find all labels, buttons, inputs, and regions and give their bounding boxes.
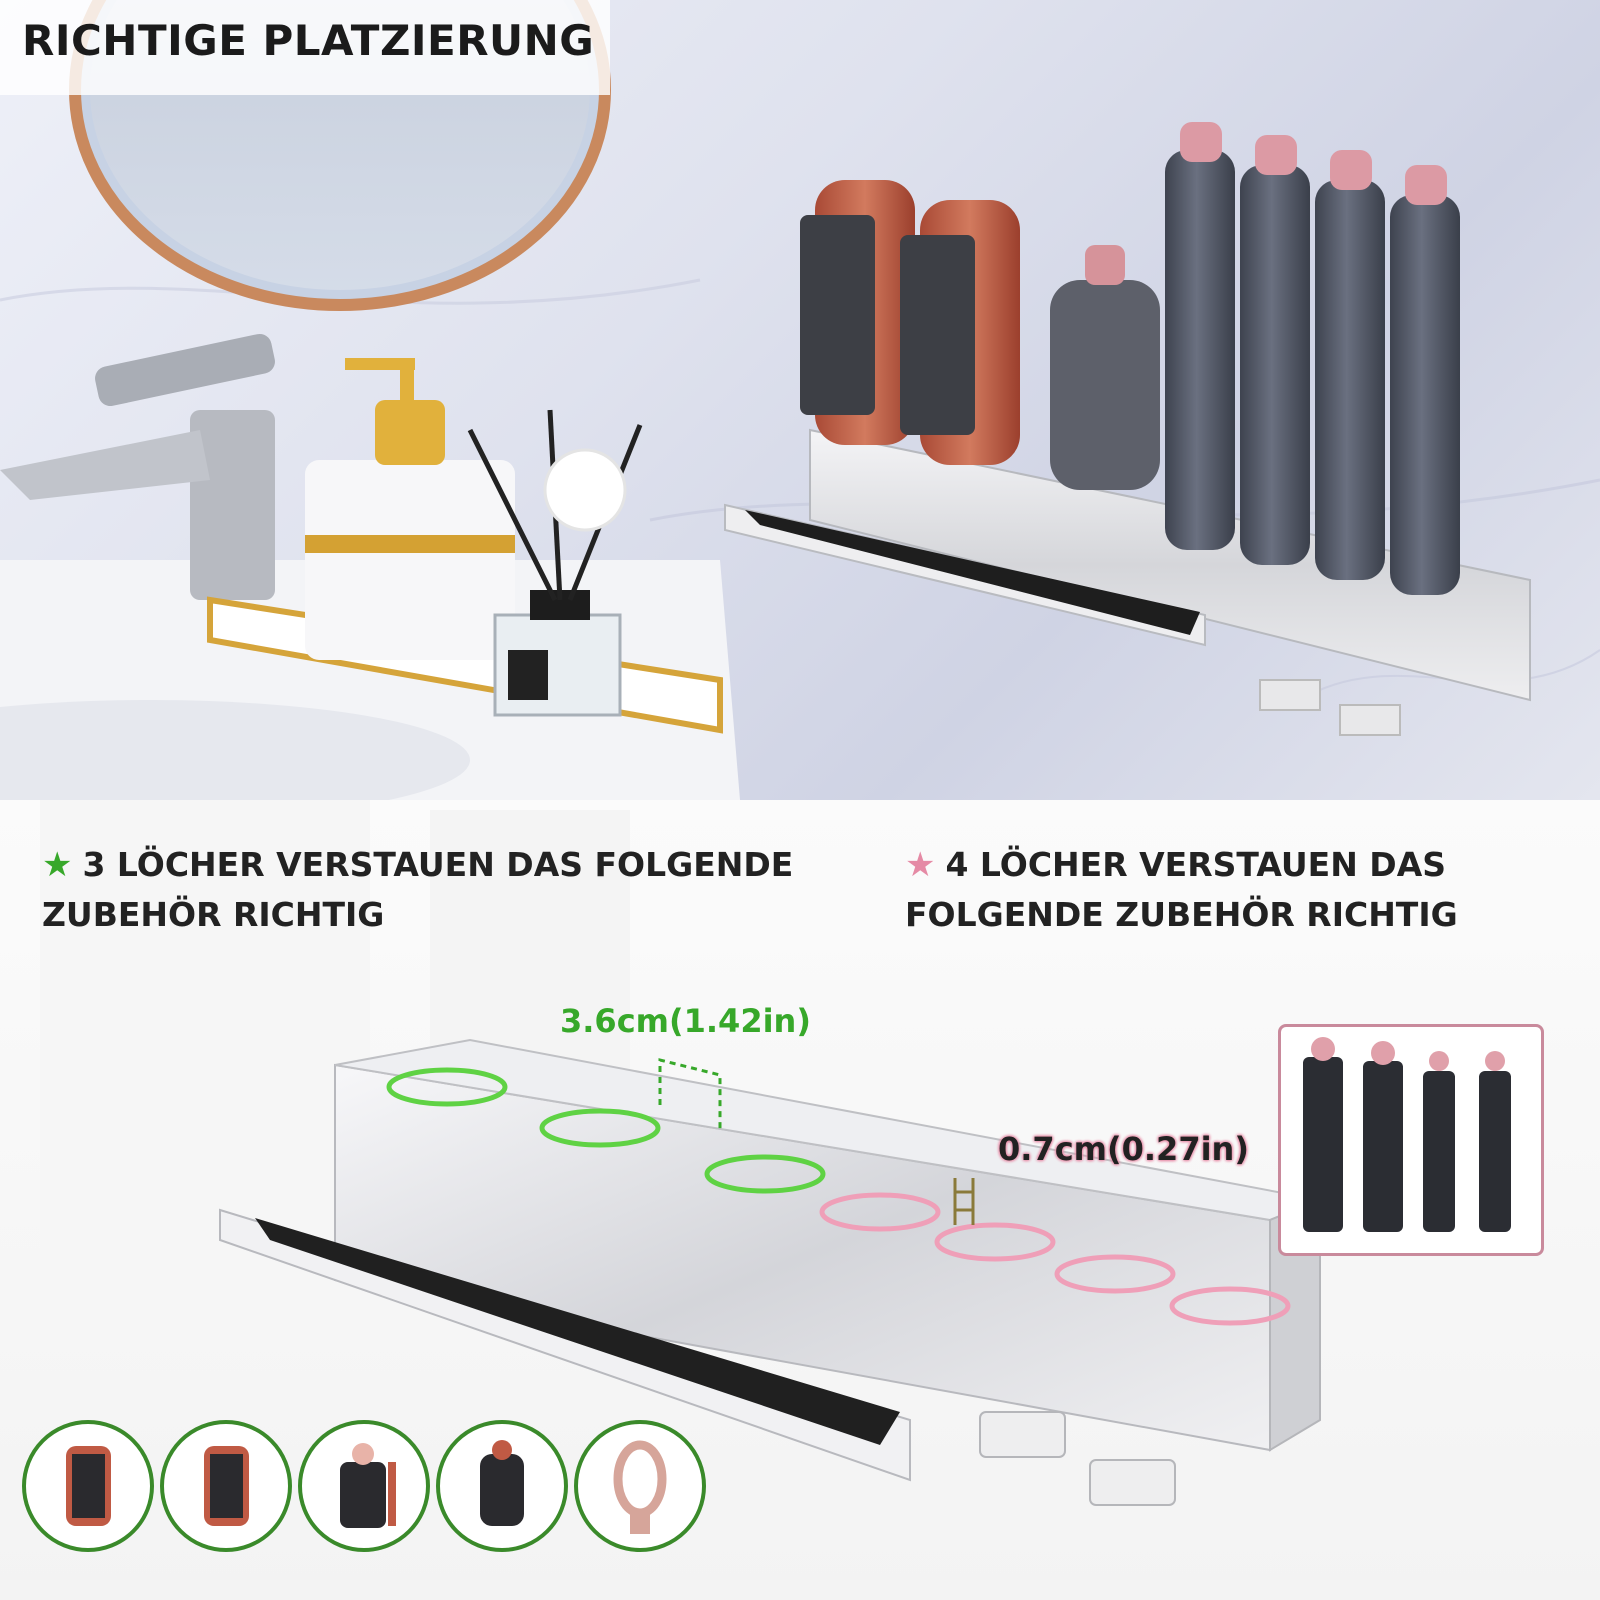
left-heading-line2: ZUBEHÖR RICHTIG bbox=[42, 895, 385, 934]
attachment-volume-brush bbox=[436, 1420, 568, 1552]
rack-illustration bbox=[40, 800, 1324, 1506]
bathroom-scene-illustration bbox=[0, 0, 1600, 800]
diffuser-icon bbox=[340, 1443, 396, 1528]
firm-brush-icon bbox=[204, 1446, 249, 1526]
hair-dryer-icon bbox=[613, 1440, 667, 1534]
volume-brush-icon bbox=[480, 1440, 524, 1526]
page-title: RICHTIGE PLATZIERUNG bbox=[22, 16, 595, 65]
hole-spacing-label: 3.6cm(1.42in) bbox=[560, 1002, 811, 1040]
attachment-dryer bbox=[574, 1420, 706, 1552]
curling-barrels-icon bbox=[1303, 1037, 1511, 1232]
pink-star-icon: ★ bbox=[905, 845, 936, 885]
right-heading-line2: FOLGENDE ZUBEHÖR RICHTIG bbox=[905, 895, 1458, 934]
bathroom-scene-photo: RICHTIGE PLATZIERUNG bbox=[0, 0, 1600, 800]
attachment-diffuser bbox=[298, 1420, 430, 1552]
title-band bbox=[0, 0, 610, 95]
attachment-brush-1 bbox=[22, 1420, 154, 1552]
right-heading: ★4 LÖCHER VERSTAUEN DAS FOLGENDE ZUBEHÖR… bbox=[905, 840, 1458, 940]
left-heading: ★3 LÖCHER VERSTAUEN DAS FOLGENDE ZUBEHÖR… bbox=[42, 840, 793, 940]
left-heading-line1: 3 LÖCHER VERSTAUEN DAS FOLGENDE bbox=[82, 845, 794, 884]
round-brush-icon bbox=[66, 1446, 111, 1526]
attachment-brush-2 bbox=[160, 1420, 292, 1552]
curling-barrels-box bbox=[1278, 1024, 1544, 1256]
wall-thickness-label: 0.7cm(0.27in) bbox=[998, 1130, 1249, 1168]
right-heading-line1: 4 LÖCHER VERSTAUEN DAS bbox=[945, 845, 1446, 884]
green-star-icon: ★ bbox=[42, 845, 73, 885]
